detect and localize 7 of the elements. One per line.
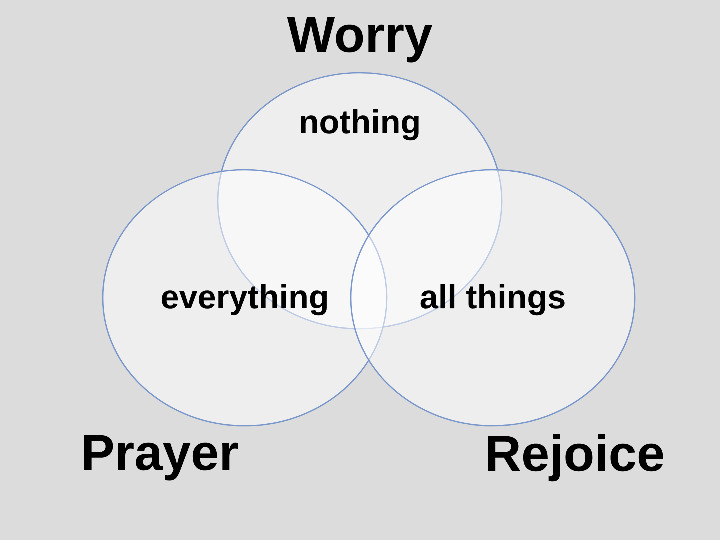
venn-circle [350,169,636,427]
circle-label: everything [162,284,328,316]
circle-heading: Rejoice [488,434,664,482]
circle-heading: Worry [287,17,432,63]
circle-label: all things [420,284,565,316]
circle-heading: Prayer [84,435,238,481]
circle-label: nothing [301,109,419,141]
